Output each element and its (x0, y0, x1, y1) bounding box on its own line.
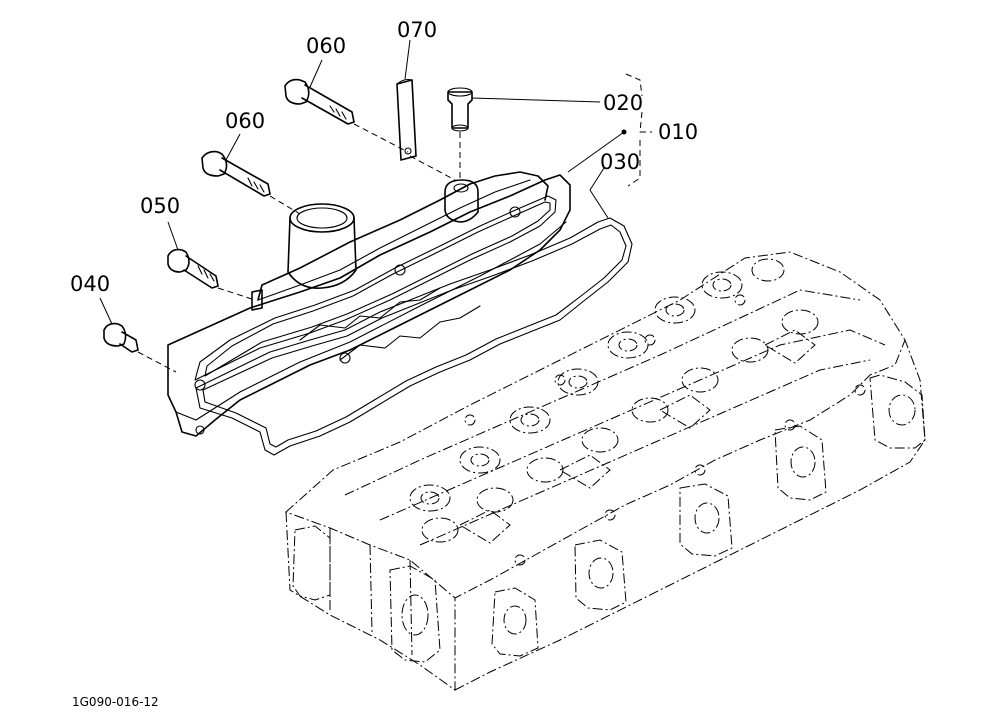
bolt-040 (99, 297, 177, 373)
gasket-030 (195, 217, 633, 456)
callout-060-upper: 060 (306, 34, 346, 58)
bolt-060-upper (284, 59, 409, 153)
callout-070: 070 (397, 18, 437, 42)
callout-050: 050 (140, 194, 180, 218)
bolt-050 (167, 221, 256, 301)
valve-cover-010 (167, 171, 571, 437)
callout-020: 020 (603, 91, 643, 115)
breather-pipe-020 (447, 87, 601, 180)
callout-leaders (567, 73, 652, 219)
figure-code: 1G090-016-12 (72, 695, 159, 709)
callout-040: 040 (70, 272, 110, 296)
callout-010: 010 (658, 120, 698, 144)
plate-070 (396, 39, 456, 181)
cylinder-head (285, 251, 926, 691)
callout-060-lower: 060 (225, 109, 265, 133)
bolt-060-lower (201, 133, 301, 215)
callout-030: 030 (600, 150, 640, 174)
